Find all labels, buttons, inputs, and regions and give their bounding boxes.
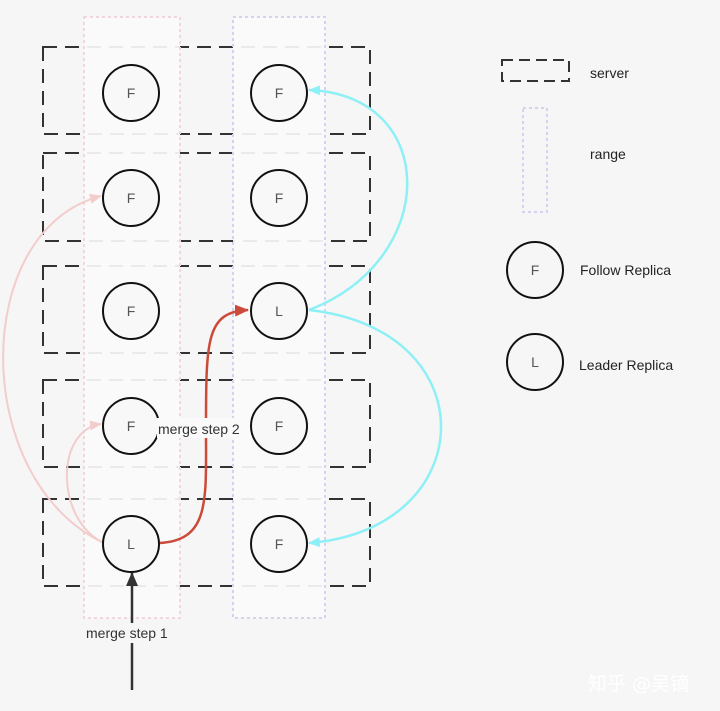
legend-leader-circle (506, 333, 564, 391)
merge-step-1-label: merge step 1 (86, 625, 168, 641)
server-box (42, 152, 371, 242)
legend-server-label: server (590, 65, 629, 81)
legend-follow-label: Follow Replica (580, 262, 671, 278)
replica-label: L (127, 536, 135, 552)
replica-label: F (275, 418, 284, 434)
right-leader-to-f1-arrow (308, 85, 409, 312)
right-leader-to-f5-arrow (308, 308, 443, 548)
replication-arrows (2, 85, 443, 690)
replica-circle (102, 515, 160, 573)
follower-replica-node: F (102, 397, 160, 455)
replica-label: F (127, 85, 136, 101)
replica-label: F (127, 418, 136, 434)
replica-label: F (127, 190, 136, 206)
server-box (42, 265, 371, 354)
follower-replica-node: F (102, 282, 160, 340)
merge-step-2-label: merge step 2 (158, 421, 240, 437)
replica-circle (250, 515, 308, 573)
follower-replica-node: F (250, 515, 308, 573)
legend-server-swatch (501, 59, 570, 82)
follower-replica-node: F (250, 169, 308, 227)
replica-circle (250, 397, 308, 455)
replica-label: F (275, 85, 284, 101)
replica-label: L (275, 303, 283, 319)
follower-replica-node: F (102, 64, 160, 122)
replica-circle (102, 282, 160, 340)
replica-circle (250, 169, 308, 227)
watermark: 知乎 @吴镝 (588, 673, 689, 695)
replica-label: F (127, 303, 136, 319)
follower-replica-node: F (250, 64, 308, 122)
legend-follow-circle (506, 241, 564, 299)
follower-replica-node: F (250, 397, 308, 455)
replica-nodes: F F F F L F F L F F (102, 64, 308, 573)
legend-follow-symbol: F (531, 262, 540, 278)
legend-leader-label: Leader Replica (579, 357, 673, 373)
server-box (42, 498, 371, 587)
replica-circle (250, 64, 308, 122)
replica-label: F (275, 190, 284, 206)
replica-circle (102, 64, 160, 122)
legend-range-swatch (522, 107, 548, 213)
legend-range-label: range (590, 146, 626, 162)
legend-leader-symbol: L (531, 354, 539, 370)
left-leader-to-f4-arrow (65, 420, 105, 544)
leader-replica-node: L (250, 282, 308, 340)
left-leader-to-f2-arrow (2, 193, 105, 544)
follower-replica-node: F (102, 169, 160, 227)
replica-circle (102, 169, 160, 227)
leader-replica-node: L (102, 515, 160, 573)
replica-circle (250, 282, 308, 340)
replica-label: F (275, 536, 284, 552)
legend: server range F Follow Replica L Leader R… (501, 59, 673, 391)
server-box (42, 46, 371, 135)
